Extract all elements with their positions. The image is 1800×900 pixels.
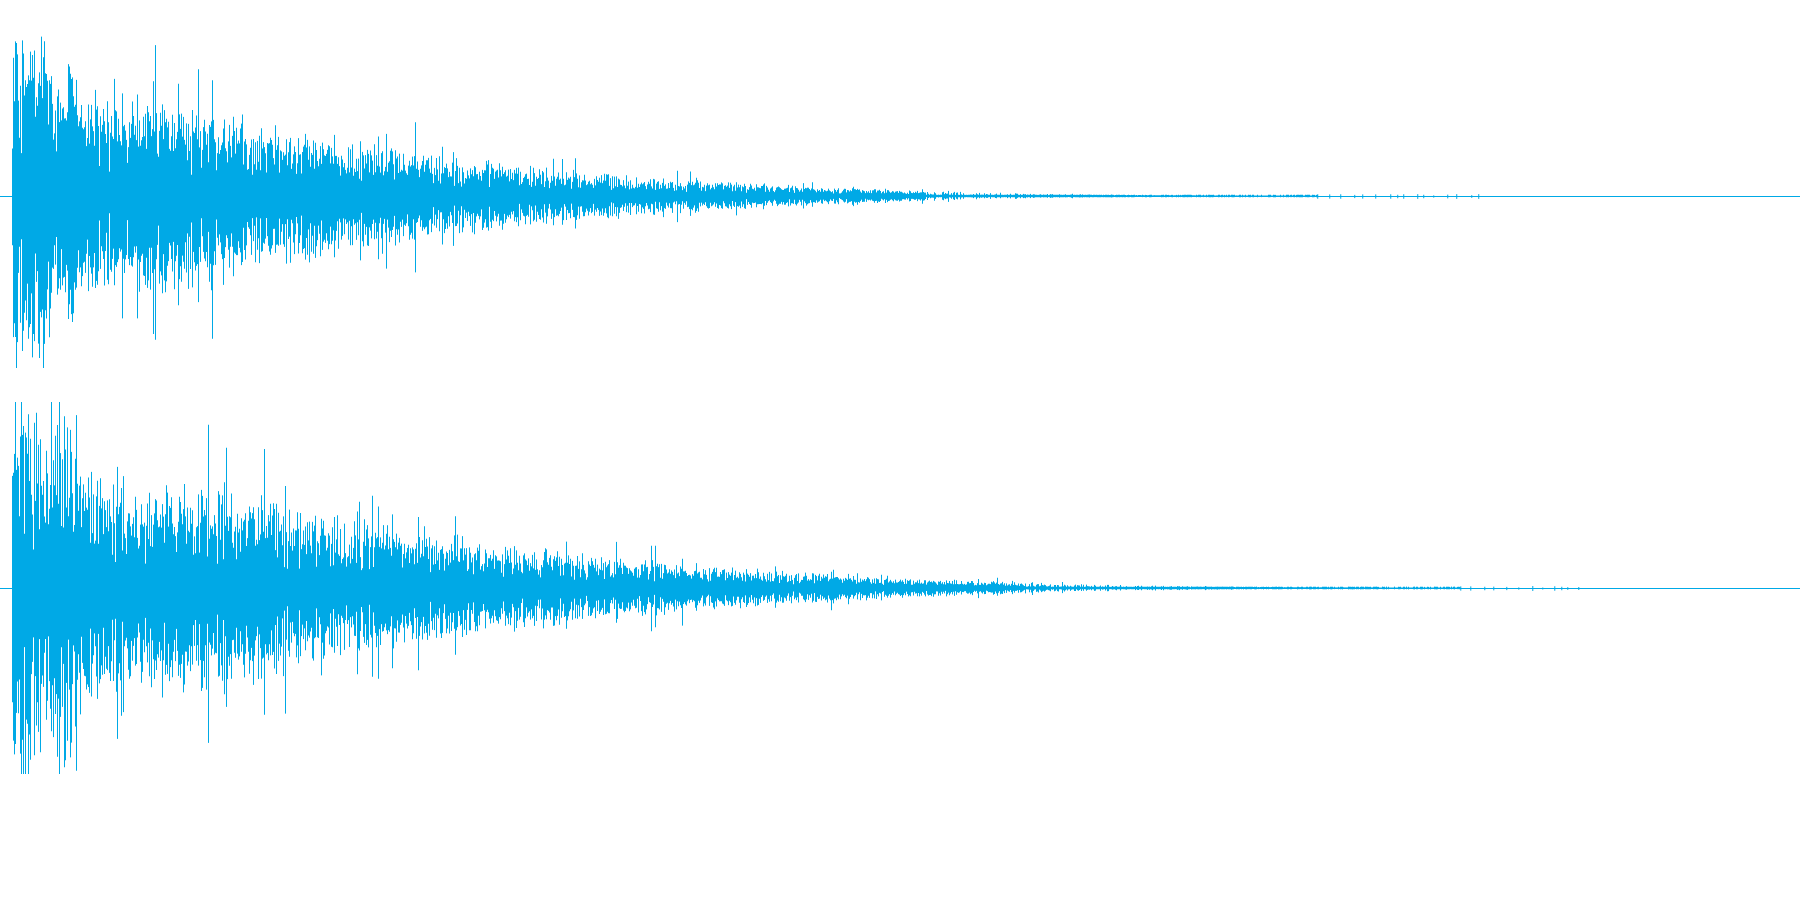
- channel-top-waveform[interactable]: [0, 36, 1800, 368]
- top-channel-tail-path: [1317, 194, 1480, 199]
- top-channel-waveform-path: [12, 36, 1318, 368]
- bottom-channel-waveform-path: [12, 402, 1461, 774]
- channel-bottom-waveform[interactable]: [0, 402, 1800, 774]
- bottom-channel-tail-path: [1460, 586, 1580, 591]
